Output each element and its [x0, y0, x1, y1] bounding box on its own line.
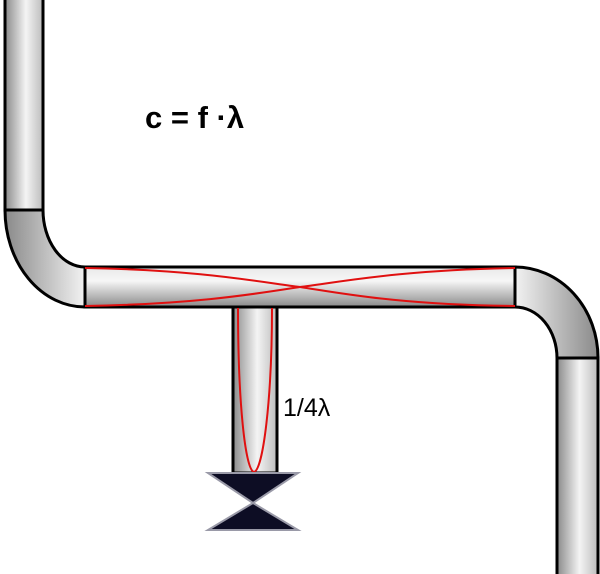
standing-wave-horizontal-bottom: [84, 267, 516, 307]
right-elbow: [513, 265, 600, 360]
wave-formula: c = f ·λ: [145, 100, 245, 135]
right-vertical-pipe: [555, 356, 600, 574]
horizontal-pipe: [83, 265, 517, 309]
valve-icon: [204, 472, 302, 531]
left-elbow: [3, 208, 87, 309]
left-vertical-pipe: [3, 0, 45, 212]
quarter-wavelength-label: 1/4λ: [283, 394, 331, 422]
